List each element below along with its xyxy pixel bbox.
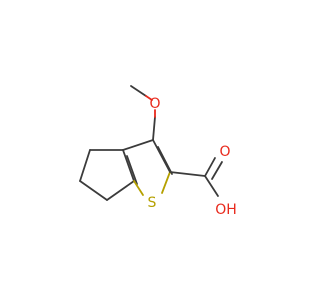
chemical-structure: O O OH S [79, 85, 237, 218]
carbonyl-oxygen-label: O [219, 144, 230, 160]
bond [161, 171, 171, 194]
bond [211, 161, 223, 180]
bond [152, 116, 156, 141]
bond [130, 85, 147, 97]
hydroxyl-label: OH [215, 202, 237, 218]
bond [126, 155, 138, 185]
bond [152, 139, 171, 173]
bond [204, 157, 216, 177]
methoxy-oxygen-label: O [149, 96, 160, 112]
bond [133, 180, 144, 196]
bond [122, 139, 154, 151]
bond [157, 146, 173, 175]
bond [169, 171, 206, 177]
bond [79, 180, 108, 201]
bond [122, 149, 135, 182]
bond [79, 149, 91, 182]
sulfur-label: S [148, 195, 157, 211]
bond [106, 180, 135, 201]
bond [204, 175, 219, 197]
bond [145, 95, 153, 101]
